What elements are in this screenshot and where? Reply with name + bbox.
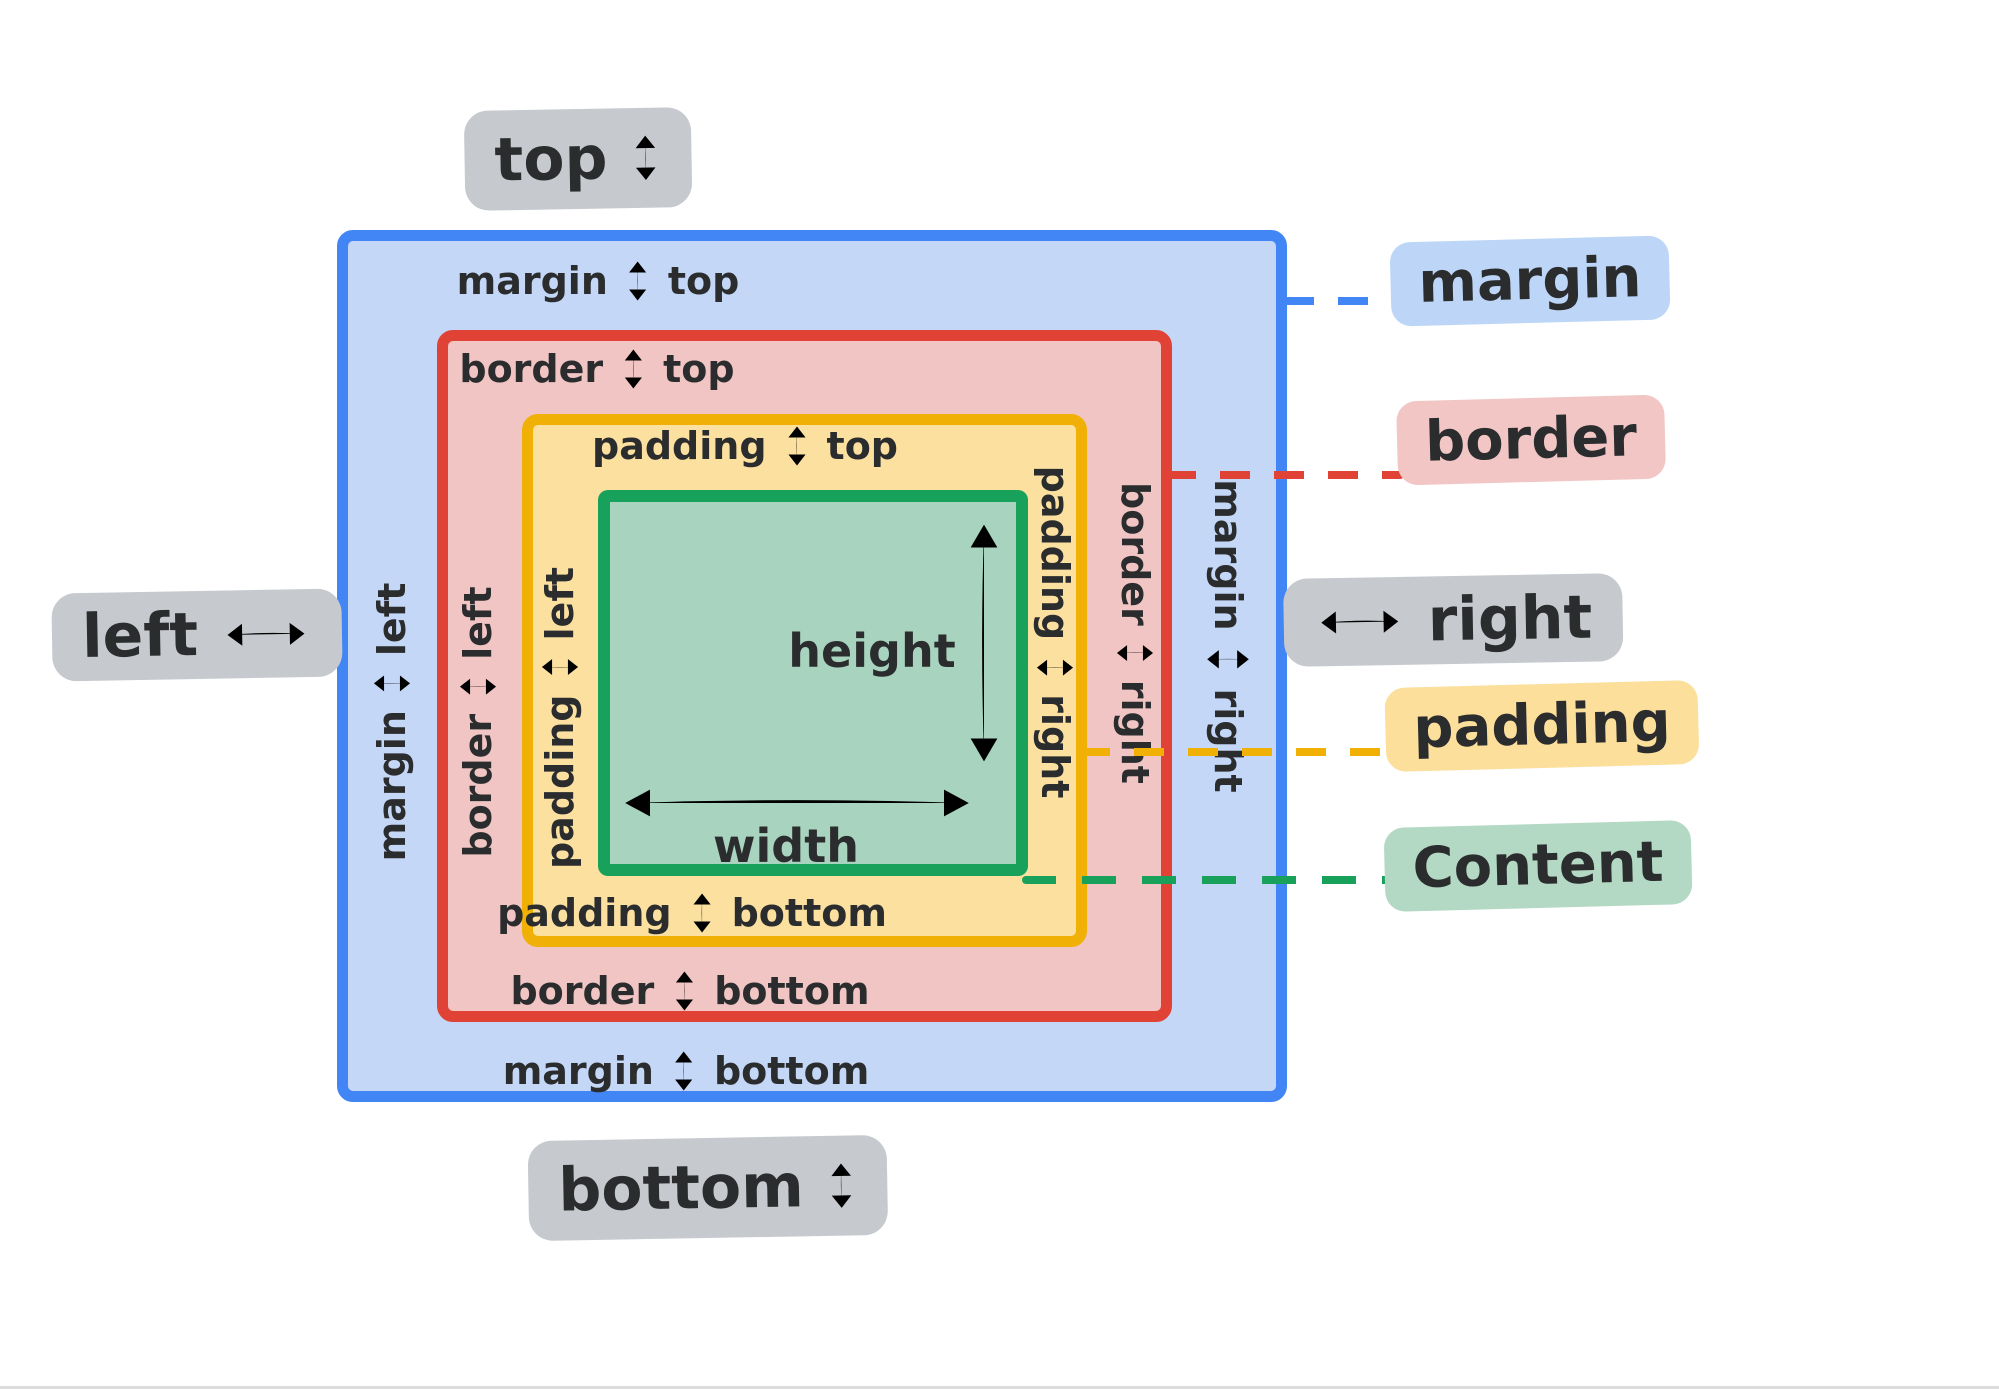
margin-bottom-arrow-icon <box>670 1041 698 1101</box>
left-badge-arrow-icon <box>220 616 313 651</box>
legend-margin-badge: margin <box>1389 235 1671 327</box>
legend-content-badge: Content <box>1383 819 1693 913</box>
padding-top-arrow-icon <box>783 416 811 476</box>
padding-right-arrow-icon <box>1027 654 1083 680</box>
top-edge-badge: top <box>463 107 693 211</box>
border-left-side-word: left <box>456 586 500 660</box>
bottom-badge-arrow-icon <box>825 1149 858 1222</box>
height-label: height <box>788 624 956 678</box>
top-badge-arrow-icon <box>629 122 662 195</box>
padding-bottom-word: padding <box>497 891 672 935</box>
margin-bottom-word: margin <box>502 1049 654 1093</box>
margin-bottom-side-word: bottom <box>713 1049 870 1093</box>
right-edge-badge: right <box>1283 573 1623 667</box>
left-edge-badge-label: left <box>81 599 199 673</box>
border-top-label: border top <box>459 339 735 399</box>
margin-top-side-word: top <box>667 259 740 303</box>
margin-right-label: margin right <box>1196 479 1260 792</box>
border-top-side-word: top <box>663 347 735 391</box>
margin-connector-line <box>1284 297 1404 305</box>
margin-right-side-word: right <box>1206 688 1250 793</box>
content-connector-line <box>1022 876 1412 884</box>
bottom-divider <box>0 1386 1999 1389</box>
padding-bottom-side-word: bottom <box>731 891 887 935</box>
border-connector-line <box>1166 471 1404 479</box>
padding-bottom-arrow-icon <box>688 883 716 943</box>
bottom-edge-badge-label: bottom <box>557 1151 805 1226</box>
right-badge-arrow-icon <box>1313 604 1406 639</box>
border-left-word: border <box>456 713 500 858</box>
padding-left-side-word: left <box>538 566 582 641</box>
border-right-side-word: right <box>1113 679 1157 784</box>
margin-top-label: margin top <box>456 251 740 311</box>
content-box <box>598 490 1028 876</box>
legend-padding-badge: padding <box>1384 679 1700 773</box>
top-edge-badge-label: top <box>493 123 609 196</box>
bottom-edge-badge: bottom <box>527 1134 889 1242</box>
width-arrow-icon <box>608 782 986 824</box>
padding-connector-line <box>1080 748 1412 756</box>
padding-top-word: padding <box>591 424 767 468</box>
border-bottom-side-word: bottom <box>714 969 870 1013</box>
width-label: width <box>713 819 859 873</box>
margin-right-arrow-icon <box>1196 645 1260 675</box>
border-bottom-label: border bottom <box>510 961 870 1021</box>
padding-top-label: padding top <box>592 416 898 476</box>
padding-bottom-label: padding bottom <box>497 883 887 943</box>
margin-right-word: margin <box>1206 479 1250 631</box>
padding-left-arrow-icon <box>532 654 588 680</box>
padding-right-word: padding <box>1033 465 1077 641</box>
border-right-word: border <box>1113 482 1157 626</box>
margin-bottom-label: margin bottom <box>502 1041 870 1101</box>
margin-top-word: margin <box>456 259 608 303</box>
padding-left-label: padding left <box>532 567 588 869</box>
padding-left-word: padding <box>538 694 582 870</box>
margin-top-arrow-icon <box>624 251 652 311</box>
margin-left-side-word: left <box>370 582 414 657</box>
border-bottom-word: border <box>510 969 655 1013</box>
right-edge-badge-label: right <box>1427 582 1593 656</box>
margin-left-word: margin <box>370 710 414 862</box>
margin-left-arrow-icon <box>364 670 420 696</box>
border-right-label: border right <box>1107 482 1163 784</box>
border-bottom-arrow-icon <box>670 961 698 1021</box>
padding-right-label: padding right <box>1027 466 1083 799</box>
border-top-arrow-icon <box>619 339 647 399</box>
padding-right-side-word: right <box>1033 694 1077 799</box>
border-left-arrow-icon <box>450 674 506 700</box>
border-left-label: border left <box>450 586 506 857</box>
legend-border-badge: border <box>1396 394 1666 486</box>
padding-top-side-word: top <box>826 424 899 468</box>
margin-left-label: margin left <box>364 583 420 862</box>
height-arrow-icon <box>963 512 1005 774</box>
left-edge-badge: left <box>51 588 343 682</box>
border-top-word: border <box>459 347 604 391</box>
border-right-arrow-icon <box>1107 640 1163 666</box>
